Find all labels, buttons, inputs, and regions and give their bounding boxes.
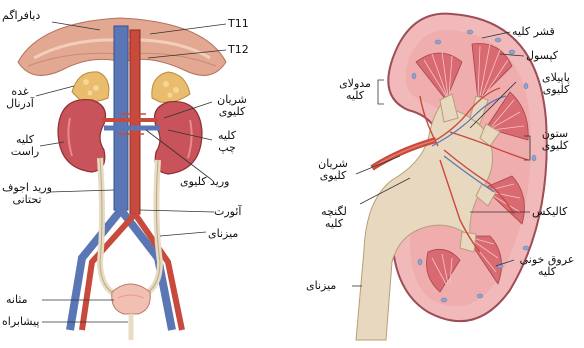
- label-renal-artery-left: شریان کلیوی: [212, 94, 252, 118]
- label-renal-cortex: قشر کلیه: [512, 26, 555, 38]
- label-aorta: آئورت: [214, 206, 241, 218]
- label-renal-column: ستون کلیوی: [534, 128, 576, 152]
- label-left-kidney: کلیه چپ: [212, 130, 242, 154]
- label-capsule: کپسول: [526, 50, 558, 62]
- label-renal-blood-vessels: عروق خونی کلیه: [516, 254, 578, 278]
- label-bladder: مثانه: [6, 294, 28, 306]
- label-right-kidney: کلیه راست: [10, 134, 40, 158]
- label-renal-medulla: مدولای کلیه: [334, 78, 376, 102]
- label-t12: T12: [228, 44, 249, 56]
- label-renal-artery-right: شریان کلیوی: [312, 158, 354, 182]
- label-renal-papilla: پاپیلای کلیوی: [532, 72, 580, 96]
- label-renal-pelvis: لگنچه کلیه: [312, 206, 356, 230]
- adrenal-gland-left: [152, 72, 190, 102]
- label-adrenal-gland: غده آدرنال: [2, 86, 38, 110]
- label-diaphragm: دیافراگم: [2, 10, 62, 22]
- label-calyx: کالیکس: [532, 206, 567, 218]
- label-renal-vein: ورید کلیوی: [180, 176, 229, 188]
- bladder: [112, 284, 151, 314]
- kidney-left: [155, 102, 203, 174]
- label-urethra: پیشابراه: [2, 316, 40, 328]
- label-t11: T11: [228, 18, 249, 30]
- adrenal-gland-right: [72, 72, 109, 102]
- label-inferior-vena-cava: ورید اجوف تحتانی: [2, 182, 52, 206]
- label-ureter-left: میزنای: [208, 228, 238, 240]
- label-ureter-right: میزنای: [306, 280, 336, 292]
